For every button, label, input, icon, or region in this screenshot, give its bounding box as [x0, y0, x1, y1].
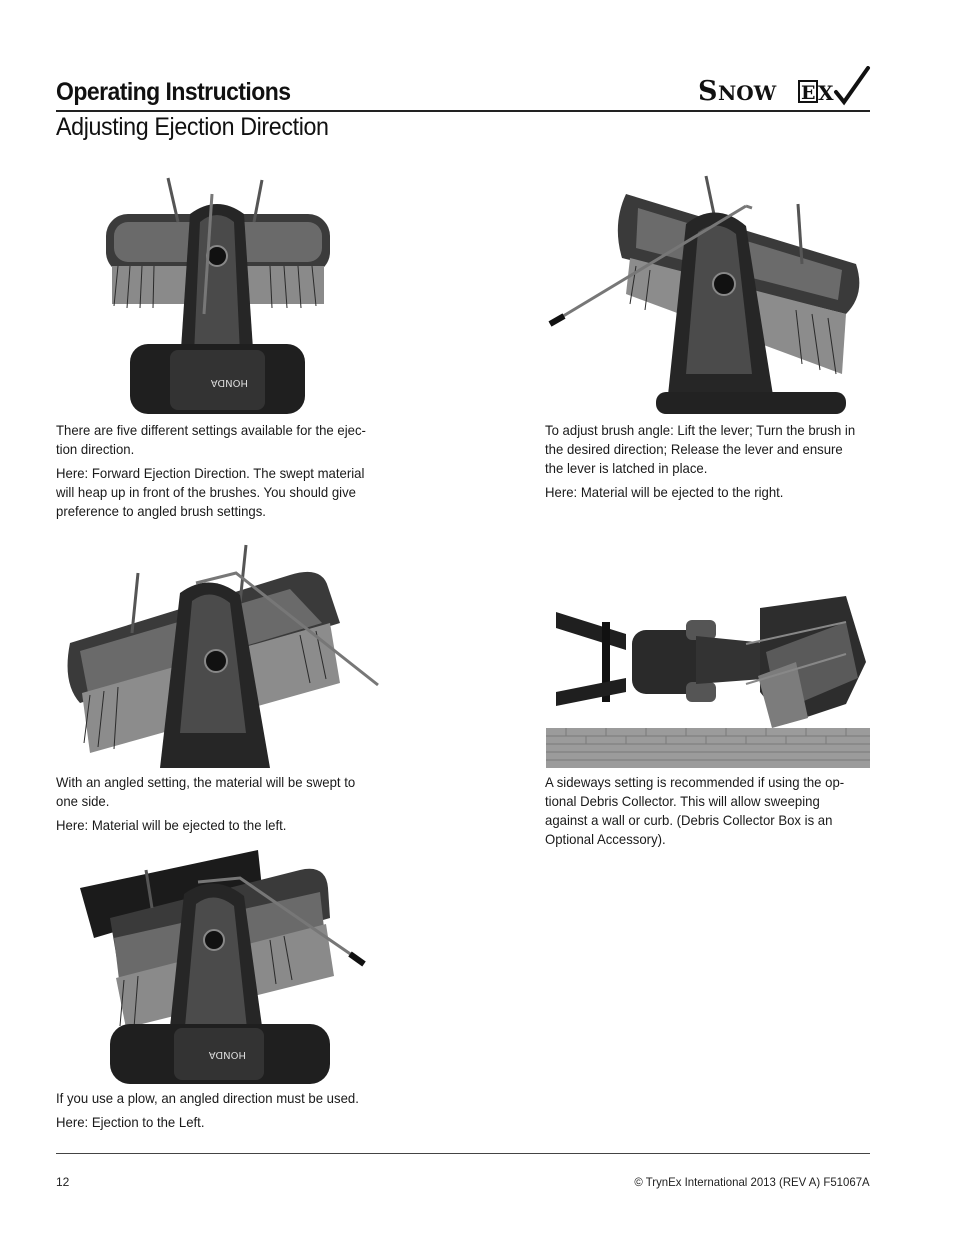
caption-left: With an angled setting, the material wil… — [56, 773, 366, 840]
page-number: 12 — [56, 1175, 70, 1189]
svg-text:X: X — [818, 81, 834, 105]
svg-text:NOW: NOW — [718, 81, 777, 105]
caption-right: To adjust brush angle: Lift the lever; T… — [545, 421, 855, 507]
svg-text:HONDA: HONDA — [211, 377, 248, 388]
caption-paragraph: Here: Forward Ejection Direction. The sw… — [56, 465, 365, 519]
caption-paragraph: If you use a plow, an angled direction m… — [56, 1090, 359, 1106]
photo-plow-ejection: HONDA — [80, 848, 370, 1084]
snowex-logo: S NOW E X — [696, 66, 872, 110]
caption-plow: If you use a plow, an angled direction m… — [56, 1089, 366, 1137]
caption-paragraph: With an angled setting, the material wil… — [56, 774, 356, 809]
photo-right-ejection — [546, 174, 868, 414]
caption-forward: There are five different settings availa… — [56, 421, 366, 526]
caption-paragraph: Here: Material will be ejected to the le… — [56, 817, 287, 833]
caption-paragraph: To adjust brush angle: Lift the lever; T… — [545, 422, 856, 476]
photo-forward-ejection: HONDA — [100, 174, 335, 414]
caption-paragraph: Here: Material will be ejected to the ri… — [545, 484, 784, 500]
svg-text:E: E — [801, 82, 815, 104]
photo-sideways-ejection — [546, 592, 870, 768]
caption-paragraph: A sideways setting is recommended if usi… — [545, 774, 845, 847]
photo-left-ejection — [60, 543, 380, 768]
copyright-notice: © TrynEx International 2013 (REV A) F510… — [634, 1175, 870, 1189]
caption-paragraph: Here: Ejection to the Left. — [56, 1114, 205, 1130]
section-title: Operating Instructions — [56, 78, 291, 106]
svg-text:HONDA: HONDA — [209, 1049, 246, 1060]
caption-sideways: A sideways setting is recommended if usi… — [545, 773, 855, 854]
page-subtitle: Adjusting Ejection Direction — [56, 113, 329, 141]
caption-paragraph: There are five different settings availa… — [56, 422, 366, 457]
footer-rule — [56, 1153, 870, 1154]
svg-text:S: S — [698, 76, 718, 107]
header-rule — [56, 110, 870, 112]
